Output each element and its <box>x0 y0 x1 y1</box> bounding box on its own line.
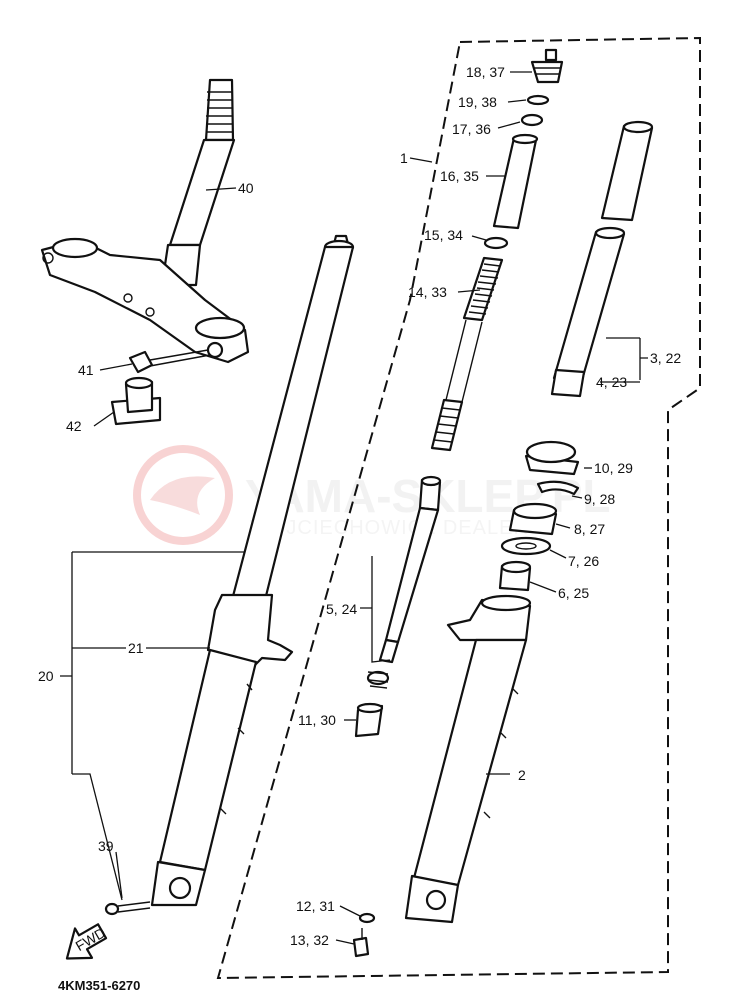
label-part-18-37: 18, 37 <box>466 64 505 80</box>
washer-part-17 <box>520 113 544 127</box>
label-part-9-28: 9, 28 <box>584 491 615 507</box>
label-part-11-30: 11, 30 <box>298 712 336 728</box>
washer-part-12 <box>358 912 376 924</box>
label-part-15-34: 15, 34 <box>424 227 463 243</box>
spacer-part-16 <box>492 133 539 230</box>
label-part-7-26: 7, 26 <box>568 553 599 569</box>
label-part-2: 2 <box>518 767 526 783</box>
label-part-5-24: 5, 24 <box>326 601 357 617</box>
watermark-subtitle: WOJCIECHOWICZ DEALER <box>250 517 529 539</box>
bushing-part-6 <box>498 560 532 592</box>
label-part-1: 1 <box>400 150 408 166</box>
drain-bolt-part-13 <box>352 928 370 958</box>
left-fork-assembly-part-20 <box>150 234 355 907</box>
part-labels: 1 2 3, 22 4, 23 5, 24 6, 25 7, 26 8, 27 … <box>38 64 681 948</box>
label-part-40: 40 <box>238 180 254 196</box>
label-part-39: 39 <box>98 838 114 854</box>
axle-pinch-bolt-part-39 <box>104 901 151 916</box>
dust-seal-part-10 <box>524 440 580 476</box>
steering-stem-part-40 <box>160 78 236 287</box>
label-part-42: 42 <box>66 418 82 434</box>
label-part-12-31: 12, 31 <box>296 898 335 914</box>
label-part-41: 41 <box>78 362 94 378</box>
washer-part-15 <box>483 236 509 250</box>
label-part-20: 20 <box>38 668 54 684</box>
label-part-3-22: 3, 22 <box>650 350 681 366</box>
watermark-logo-icon <box>133 445 233 545</box>
spring-part-14 <box>430 256 504 452</box>
retaining-clip-part-9 <box>536 480 580 496</box>
adjuster-cap-part-18 <box>530 48 564 84</box>
label-part-10-29: 10, 29 <box>594 460 633 476</box>
damper-rod-part-5 <box>378 475 442 664</box>
outer-tube-part-2 <box>404 594 532 924</box>
inner-tube-part-3 <box>550 120 654 398</box>
forward-direction-arrow-icon: FWD <box>65 923 108 960</box>
o-ring-part-19 <box>526 94 550 106</box>
label-part-21: 21 <box>128 640 144 656</box>
assembly-boundary-dashed-outline <box>216 36 701 980</box>
pinch-bolt-part-41 <box>128 349 211 374</box>
label-part-6-25: 6, 25 <box>558 585 589 601</box>
washer-part-7 <box>500 536 552 556</box>
label-part-13-32: 13, 32 <box>290 932 329 948</box>
label-part-19-38: 19, 38 <box>458 94 497 110</box>
watermark-logo-swoosh-icon <box>150 476 215 515</box>
label-part-16-35: 16, 35 <box>440 168 479 184</box>
spring-part-5b <box>366 670 390 689</box>
label-part-8-27: 8, 27 <box>574 521 605 537</box>
drawing-code: 4KM351-6270 <box>58 978 140 993</box>
label-part-17-36: 17, 36 <box>452 121 491 137</box>
label-part-14-33: 14, 33 <box>408 284 447 300</box>
oil-lock-piece-part-11 <box>354 702 384 738</box>
label-part-4-23: 4, 23 <box>596 374 627 390</box>
collar-part-42 <box>110 376 162 426</box>
oil-seal-part-8 <box>508 502 558 536</box>
under-bracket <box>40 237 250 364</box>
leader-lines <box>60 71 648 945</box>
